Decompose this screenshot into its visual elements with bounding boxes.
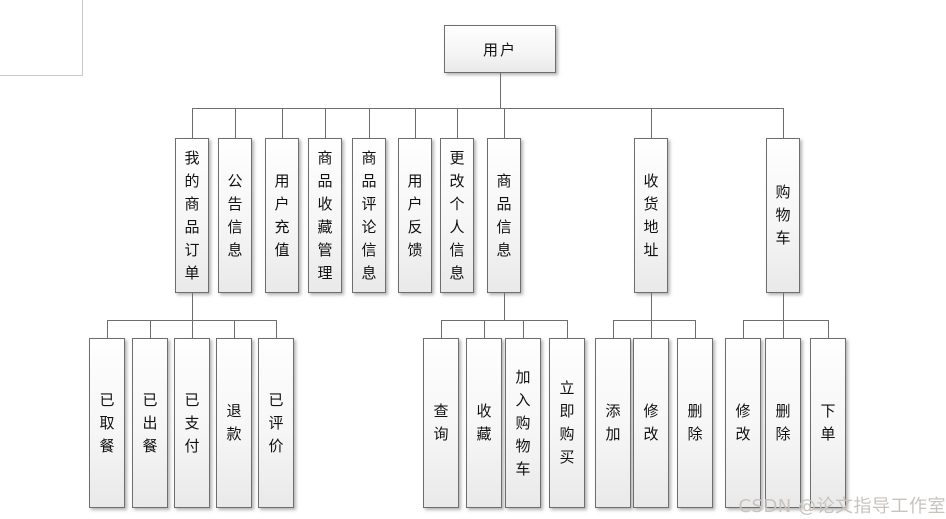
connector-line [484,320,485,338]
connector-line [504,293,505,320]
node-meal-served-label: 已出餐 [142,390,158,455]
node-product-favorite-management: 商品收藏管理 [308,138,342,293]
node-user: 用户 [444,25,556,73]
node-shopping-cart-label: 购物车 [775,183,791,247]
connector-line [192,320,193,338]
node-announcement-info-label: 公告信息 [227,171,243,259]
node-query: 查询 [423,338,459,508]
node-user-feedback: 用户反馈 [398,138,432,293]
node-announcement-info: 公告信息 [218,138,252,293]
connector-line [613,320,614,338]
connector-line [192,108,784,109]
node-product-comment-info-label: 商品评论信息 [361,148,377,282]
node-product-favorite-management-label: 商品收藏管理 [317,148,333,282]
node-add-to-cart: 加入购物车 [505,338,541,508]
connector-line [150,320,151,338]
connector-line [192,293,193,320]
node-my-product-orders-label: 我的商品订单 [184,148,200,282]
node-add-to-cart-label: 加入购物车 [515,367,531,478]
node-product-info-label: 商品信息 [496,171,512,259]
node-refund: 退款 [216,338,252,508]
node-shopping-cart: 购物车 [766,138,800,293]
node-address-delete: 删除 [677,338,713,508]
node-meal-picked-up-label: 已取餐 [99,390,115,455]
connector-line [783,108,784,138]
connector-line [651,108,652,138]
connector-line [567,320,568,338]
node-reviewed: 已评价 [258,338,294,508]
connector-line [828,320,829,338]
page-edge-horizontal [0,75,83,76]
connector-line [523,320,524,338]
node-product-info: 商品信息 [487,138,521,293]
node-favorite-label: 收藏 [476,402,492,443]
node-shipping-address: 收货地址 [634,138,668,293]
connector-line [743,320,744,338]
connector-line [783,293,784,320]
connector-line [282,108,283,138]
node-address-add-label: 添加 [605,402,621,443]
connector-line [783,320,784,338]
connector-line [695,320,696,338]
node-reviewed-label: 已评价 [268,390,284,455]
connector-line [651,293,652,320]
node-my-product-orders: 我的商品订单 [175,138,209,293]
connector-line [504,108,505,138]
node-shipping-address-label: 收货地址 [643,171,659,259]
node-edit-personal-info-label: 更改个人信息 [449,148,465,282]
node-buy-now-label: 立即购买 [559,379,575,466]
connector-line [325,108,326,138]
node-product-comment-info: 商品评论信息 [352,138,386,293]
connector-line [276,320,277,338]
connector-line [441,320,442,338]
node-cart-modify: 修改 [725,338,761,508]
node-place-order-label: 下单 [820,402,836,443]
node-paid-label: 已支付 [184,390,200,455]
node-paid: 已支付 [174,338,210,508]
node-user-recharge: 用户充值 [265,138,299,293]
node-address-delete-label: 删除 [687,402,703,443]
connector-line [500,73,501,108]
node-cart-delete: 删除 [765,338,801,508]
node-favorite: 收藏 [466,338,502,508]
node-address-modify: 修改 [633,338,669,508]
node-refund-label: 退款 [226,402,242,443]
connector-line [457,108,458,138]
node-cart-modify-label: 修改 [735,402,751,443]
node-place-order: 下单 [810,338,846,508]
node-buy-now: 立即购买 [549,338,585,508]
connector-line [369,108,370,138]
connector-line [441,320,568,321]
node-address-add: 添加 [595,338,631,508]
node-user-feedback-label: 用户反馈 [407,171,423,259]
connector-line [415,108,416,138]
connector-line [107,320,108,338]
connector-line [743,320,829,321]
node-meal-picked-up: 已取餐 [89,338,125,508]
node-edit-personal-info: 更改个人信息 [440,138,474,293]
node-meal-served: 已出餐 [132,338,168,508]
node-address-modify-label: 修改 [643,402,659,443]
connector-line [235,108,236,138]
csdn-watermark: CSDN @论文指导工作室 [738,496,946,517]
connector-line [192,108,193,138]
node-query-label: 查询 [433,402,449,443]
node-cart-delete-label: 删除 [775,402,791,443]
connector-line [234,320,235,338]
connector-line [613,320,696,321]
node-user-recharge-label: 用户充值 [274,171,290,259]
connector-line [651,320,652,338]
page-edge-vertical [82,0,83,76]
node-user-label: 用户 [482,40,517,59]
